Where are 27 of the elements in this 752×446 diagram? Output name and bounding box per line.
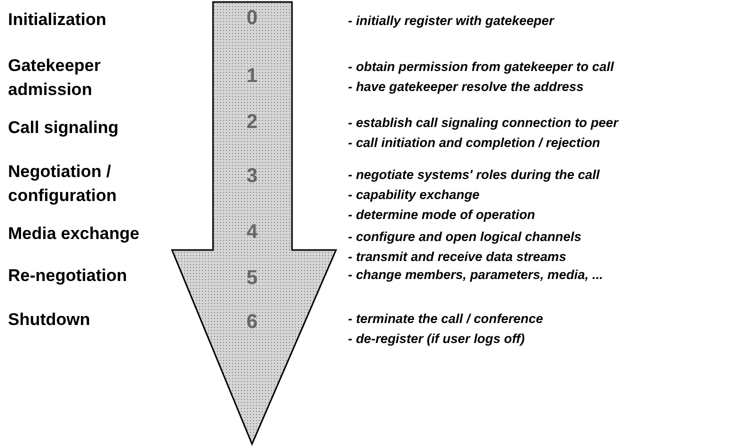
phase-description: - call initiation and completion / rejection	[348, 134, 600, 152]
phase-description: - negotiate systems' roles during the call	[348, 166, 600, 184]
phase-name: Negotiation / configuration	[8, 161, 118, 207]
step-number: 1	[245, 66, 259, 86]
phase-description: - configure and open logical channels	[348, 228, 582, 246]
phase-description: - change members, parameters, media, ...	[348, 266, 604, 284]
phase-description: - transmit and receive data streams	[348, 248, 566, 266]
phase-name: Shutdown	[8, 309, 92, 331]
phase-description: - have gatekeeper resolve the address	[348, 78, 584, 96]
phase-name: Initialization	[8, 9, 108, 31]
phase-name: Call signaling	[8, 117, 120, 139]
step-number: 6	[245, 312, 259, 332]
step-number: 3	[245, 166, 259, 186]
phase-name: Gatekeeper admission	[8, 55, 102, 101]
phase-name: Media exchange	[8, 223, 140, 245]
phase-description: - terminate the call / conference	[348, 310, 544, 328]
step-number: 5	[245, 268, 259, 288]
step-number: 4	[245, 222, 259, 242]
phase-description: - obtain permission from gatekeeper to call	[348, 58, 614, 76]
phase-description: - determine mode of operation	[348, 206, 536, 224]
phase-description: - de-register (if user logs off)	[348, 330, 525, 348]
step-number: 2	[245, 112, 259, 132]
step-number: 0	[245, 8, 259, 28]
phase-description: - establish call signaling connection to peer	[348, 114, 618, 132]
phase-name: Re-negotiation	[8, 265, 128, 287]
phase-description: - capability exchange	[348, 186, 480, 204]
phase-description: - initially register with gatekeeper	[348, 12, 554, 30]
